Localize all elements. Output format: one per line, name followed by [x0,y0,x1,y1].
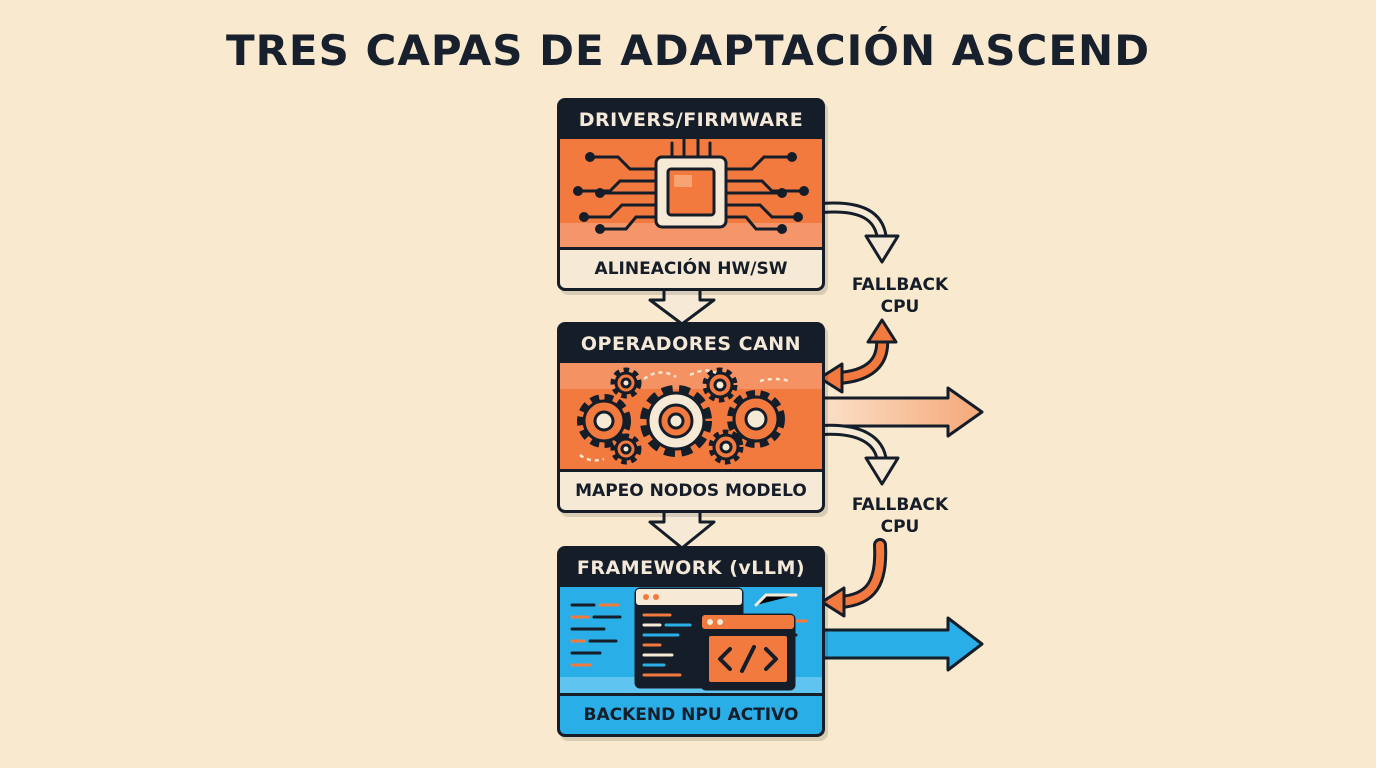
layer-footer: MAPEO NODOS MODELO [560,469,822,510]
code-window-icon [560,587,822,693]
fallback-line2: CPU [880,517,920,537]
layer-framework-vllm: FRAMEWORK (vLLM) [557,546,825,737]
layer-footer: BACKEND NPU ACTIVO [560,693,822,734]
fallback-line2: CPU [880,297,920,317]
gears-icon [560,363,822,469]
output-arrow-layer3 [820,616,984,672]
layer-title: FRAMEWORK (vLLM) [576,557,806,579]
layer-operadores-cann: OPERADORES CANN [557,322,825,513]
fallback-curve-arrow-2 [816,423,900,486]
layer-drivers-firmware: DRIVERS/FIRMWARE ALI [557,98,825,291]
layer-footer: ALINEACIÓN HW/SW [560,247,822,288]
fallback-return-arrow-2 [820,538,888,618]
fallback-return-arrow-1 [818,318,898,394]
fallback-cpu-label-1: FALLBACK CPU [830,274,970,318]
layer-title: OPERADORES CANN [580,333,802,355]
layer-title: DRIVERS/FIRMWARE [578,109,804,131]
fallback-cpu-label-2: FALLBACK CPU [830,494,970,538]
chip-icon [560,139,822,247]
fallback-line1: FALLBACK [851,495,949,515]
fallback-line1: FALLBACK [851,275,949,295]
page-title: TRES CAPAS DE ADAPTACIÓN ASCEND [225,26,1151,75]
fallback-curve-arrow-1 [816,201,900,264]
